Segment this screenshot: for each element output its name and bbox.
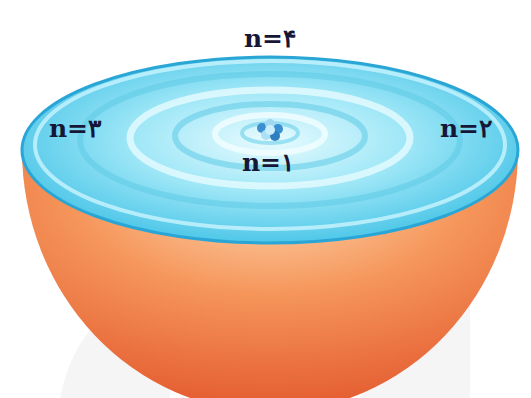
energy-level-label: n=۱ <box>242 150 294 175</box>
nucleus <box>257 119 283 141</box>
energy-level-label: n=۲ <box>440 116 492 141</box>
energy-level-label: n=۴ <box>244 26 296 51</box>
energy-level-label: n=۳ <box>49 116 101 141</box>
